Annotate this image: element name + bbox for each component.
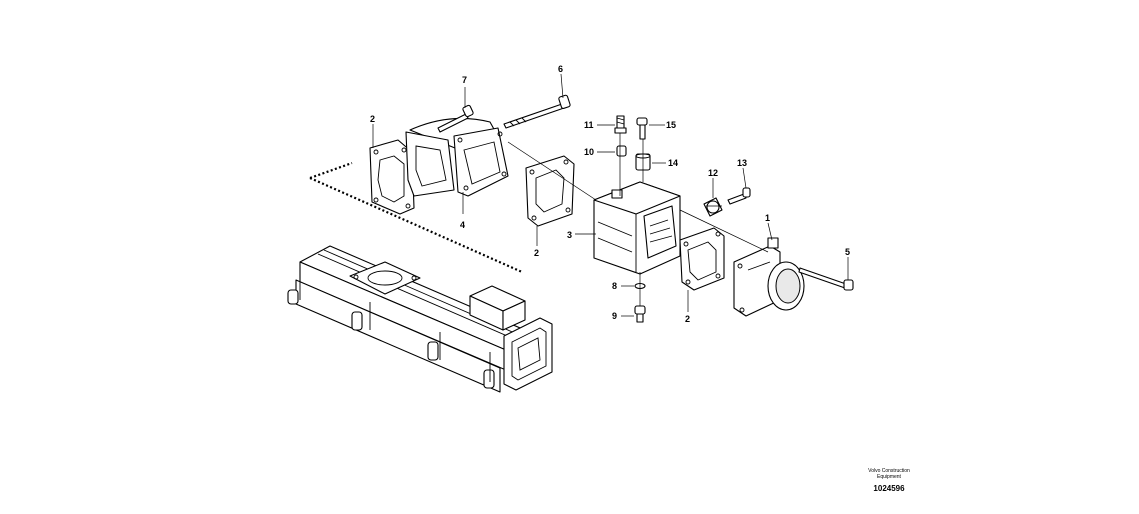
callout-8: 8 [612, 281, 617, 291]
assembly-axis [507, 133, 769, 306]
callout-10: 10 [584, 147, 594, 157]
elbow-pipe [405, 117, 509, 197]
callout-12: 12 [708, 168, 718, 178]
short-bolt [437, 104, 474, 133]
drawing-number: 1024596 [873, 484, 905, 493]
callout-3: 3 [567, 230, 572, 240]
callout-5: 5 [845, 247, 850, 257]
gasket-middle [525, 155, 575, 227]
sensor [703, 197, 723, 217]
alignment-dotted-line [309, 161, 523, 274]
callout-4: 4 [460, 220, 465, 230]
callout-13: 13 [737, 158, 747, 168]
credit-company-line1: Volvo Construction [868, 468, 910, 474]
callout-2-left: 2 [370, 114, 375, 124]
flange-bolt [798, 267, 854, 291]
callout-6: 6 [558, 64, 563, 74]
screw-11 [614, 115, 627, 134]
outlet-flange [733, 237, 805, 317]
brake-housing [593, 181, 681, 275]
washer-10 [616, 145, 627, 157]
callout-11: 11 [584, 120, 594, 130]
gasket-right [679, 227, 725, 291]
callout-7: 7 [462, 75, 467, 85]
credit-company-line2: Equipment [877, 474, 902, 480]
gasket-left [369, 139, 415, 215]
callout-2-right: 2 [685, 314, 690, 324]
exhaust-manifold [287, 245, 553, 393]
callout-14: 14 [668, 158, 678, 168]
plug-9 [634, 305, 646, 323]
callout-9: 9 [612, 311, 617, 321]
long-bolt [503, 94, 571, 129]
callout-leaders [372, 73, 849, 317]
sensor-bolt [727, 187, 751, 205]
callout-2-middle: 2 [534, 248, 539, 258]
bolt-15 [636, 117, 648, 140]
callout-1: 1 [765, 213, 770, 223]
callout-15: 15 [666, 120, 676, 130]
